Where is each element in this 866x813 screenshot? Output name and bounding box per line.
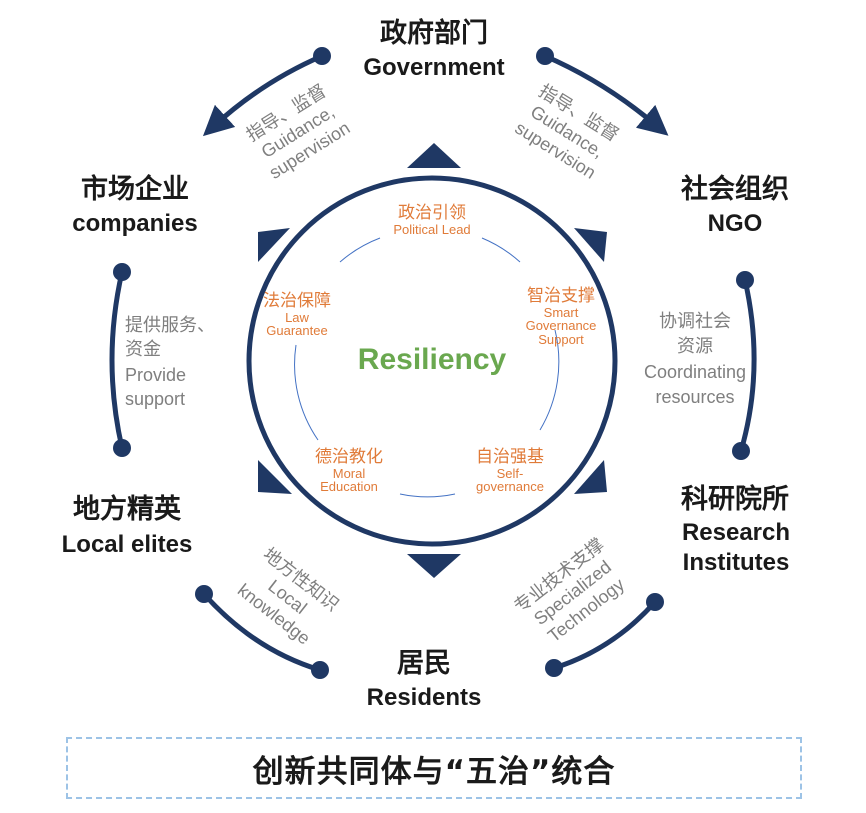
- ring-triangle-lower-right: [574, 460, 607, 494]
- outer-circle: [246, 175, 618, 547]
- law-en-line2: Guarantee: [266, 323, 327, 338]
- inner-arc-top-right: [481, 237, 521, 263]
- self-en-line1: Self-: [497, 466, 524, 481]
- dot-gov-left: [313, 47, 331, 65]
- smart-en-line1: Smart: [544, 305, 579, 320]
- arc-research-residents: [551, 599, 658, 671]
- governance-smart: 智治支撑 Smart Governance Support: [526, 286, 597, 347]
- dot-gov-right: [536, 47, 554, 65]
- stakeholder-residents: 居民 Residents: [367, 648, 482, 711]
- arc-elites-residents: [201, 591, 323, 673]
- arc-endpoint-dots: [113, 47, 754, 679]
- companies-en: companies: [72, 210, 197, 237]
- research-en-line1: Research: [682, 519, 790, 546]
- relation-gov-companies: 指导、监督 Guidance, supervision: [243, 81, 354, 183]
- dot-ngo-top: [736, 271, 754, 289]
- governance-self: 自治强基 Self- governance: [476, 447, 544, 494]
- stakeholder-companies: 市场企业 companies: [72, 173, 197, 237]
- self-zh: 自治强基: [476, 447, 544, 467]
- smart-en-line3: Support: [538, 332, 584, 347]
- dot-ngo-bottom: [732, 442, 750, 460]
- companies-rel-en-line1: Provide: [125, 365, 186, 385]
- ring-triangle-lower-left: [258, 460, 292, 494]
- companies-rel-en-line2: support: [125, 389, 185, 409]
- research-zh: 科研院所: [681, 483, 789, 515]
- slogan-box: 创新共同体与“五治”统合: [66, 737, 802, 799]
- arc-gov-to-companies: [202, 53, 325, 137]
- dot-residents-right: [545, 659, 563, 677]
- ring-triangle-bottom: [407, 554, 461, 578]
- governance-law: 法治保障 Law Guarantee: [263, 291, 331, 338]
- dot-elites-end: [195, 585, 213, 603]
- self-en-line2: governance: [476, 479, 544, 494]
- inner-ring: [294, 237, 560, 498]
- relation-research: 专业技术支撑 Specialized Technology: [510, 534, 628, 646]
- elites-zh: 地方精英: [73, 493, 182, 525]
- relation-gov-ngo: 指导、监督 Guidance, supervision: [512, 81, 623, 183]
- law-en-line1: Law: [285, 310, 309, 325]
- dot-companies-top: [113, 263, 131, 281]
- ring-triangle-top: [407, 143, 461, 168]
- ngo-en: NGO: [708, 210, 763, 237]
- ngo-zh: 社会组织: [681, 173, 789, 205]
- political-en: Political Lead: [393, 222, 470, 237]
- relation-companies: 提供服务、 资金 Provide support: [125, 315, 215, 409]
- inner-arc-bottom: [399, 493, 456, 498]
- companies-rel-zh-line1: 提供服务、: [125, 315, 215, 336]
- ring-triangle-upper-left: [258, 228, 290, 262]
- elites-en: Local elites: [62, 531, 193, 558]
- government-zh: 政府部门: [380, 17, 488, 49]
- moral-en-line1: Moral: [333, 466, 366, 481]
- inner-arc-left: [294, 344, 319, 441]
- relation-ngo: 协调社会 资源 Coordinating resources: [644, 311, 746, 407]
- stakeholder-research: 科研院所 Research Institutes: [681, 483, 790, 576]
- smart-zh: 智治支撑: [527, 286, 595, 306]
- arc-gov-to-ngo: [542, 53, 669, 136]
- government-en: Government: [363, 54, 504, 81]
- moral-zh: 德治教化: [315, 447, 383, 467]
- arc-companies-elites: [109, 269, 125, 451]
- ngo-rel-en-line1: Coordinating: [644, 362, 746, 382]
- inner-arc-right: [539, 329, 560, 431]
- stakeholder-ngo: 社会组织 NGO: [681, 173, 789, 237]
- companies-rel-zh-line2: 资金: [125, 339, 161, 360]
- moral-en-line2: Education: [320, 479, 378, 494]
- ring-triangle-upper-right: [574, 228, 607, 262]
- ngo-rel-zh-line1: 协调社会: [659, 311, 731, 332]
- dot-research-end: [646, 593, 664, 611]
- political-zh: 政治引领: [398, 203, 466, 223]
- stakeholder-elites: 地方精英 Local elites: [62, 493, 193, 558]
- stakeholder-arcs: [109, 53, 757, 673]
- core-label: Resiliency: [358, 343, 507, 376]
- ngo-rel-zh-line2: 资源: [677, 336, 713, 357]
- outer-ring: [246, 143, 618, 578]
- governance-political: 政治引领 Political Lead: [393, 203, 470, 237]
- companies-zh: 市场企业: [81, 173, 189, 205]
- dot-companies-bottom: [113, 439, 131, 457]
- smart-en-line2: Governance: [526, 318, 597, 333]
- residents-zh: 居民: [397, 648, 451, 679]
- research-en-line2: Institutes: [683, 549, 790, 576]
- law-zh: 法治保障: [263, 291, 331, 311]
- slogan-text: 创新共同体与“五治”统合: [252, 753, 616, 790]
- ngo-rel-en-line2: resources: [655, 387, 734, 407]
- stakeholder-government: 政府部门 Government: [363, 17, 504, 81]
- residents-en: Residents: [367, 684, 482, 711]
- governance-moral: 德治教化 Moral Education: [315, 447, 383, 494]
- inner-arc-top-left: [339, 237, 381, 263]
- dot-residents-left: [311, 661, 329, 679]
- arc-ngo-research: [738, 277, 757, 454]
